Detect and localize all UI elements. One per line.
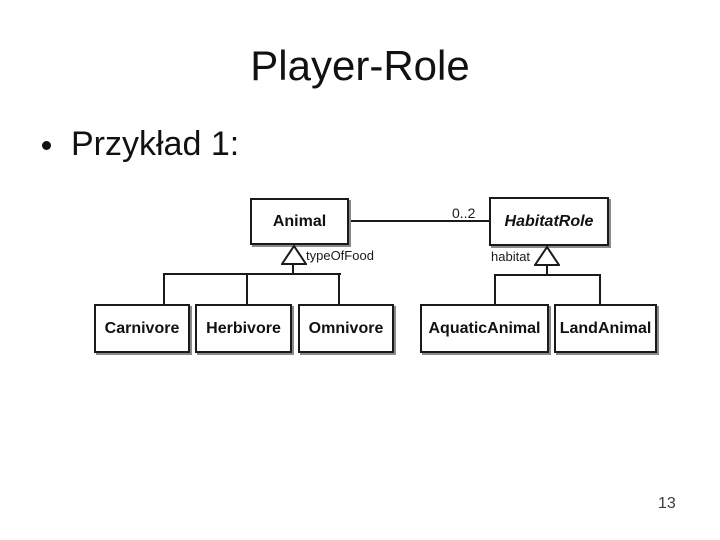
generalization-triangle-icon [281,245,307,265]
class-name-herbivore: Herbivore [206,319,281,337]
class-name-landanimal: LandAnimal [559,319,652,337]
class-box-omnivore: Omnivore [298,304,394,353]
connector-herbivore [246,273,248,306]
class-name-carnivore: Carnivore [104,319,180,337]
class-name-omnivore: Omnivore [308,319,384,337]
connector-landanimal [599,274,601,306]
connector-habitatrole-triangle [546,264,548,276]
association-multiplicity-label: 0..2 [452,205,476,221]
bullet-item: Przykład 1: [42,127,239,161]
class-box-landanimal: LandAnimal [554,304,657,353]
generalization-bus-right [494,274,601,276]
class-box-herbivore: Herbivore [195,304,292,353]
class-box-animal: Animal [250,198,349,245]
connector-carnivore [163,273,165,306]
class-name-animal: Animal [272,212,327,230]
class-box-carnivore: Carnivore [94,304,190,353]
connector-aquaticanimal [494,274,496,306]
class-name-habitatrole: HabitatRole [504,212,594,230]
connector-omnivore [338,273,340,306]
class-name-aquaticanimal: AquaticAnimal [428,319,541,337]
discriminator-label-habitat: habitat [491,249,531,264]
page-number: 13 [658,495,676,512]
association-line [349,220,489,222]
class-box-aquaticanimal: AquaticAnimal [420,304,549,353]
slide-title: Player-Role [250,42,470,89]
class-box-habitatrole: HabitatRole [489,197,609,246]
generalization-bus-left [163,273,341,275]
connector-animal-triangle [292,263,294,275]
discriminator-label-typeoffood: typeOfFood [306,248,374,263]
bullet-text: Przykład 1: [71,125,240,163]
bullet-icon [42,141,51,150]
